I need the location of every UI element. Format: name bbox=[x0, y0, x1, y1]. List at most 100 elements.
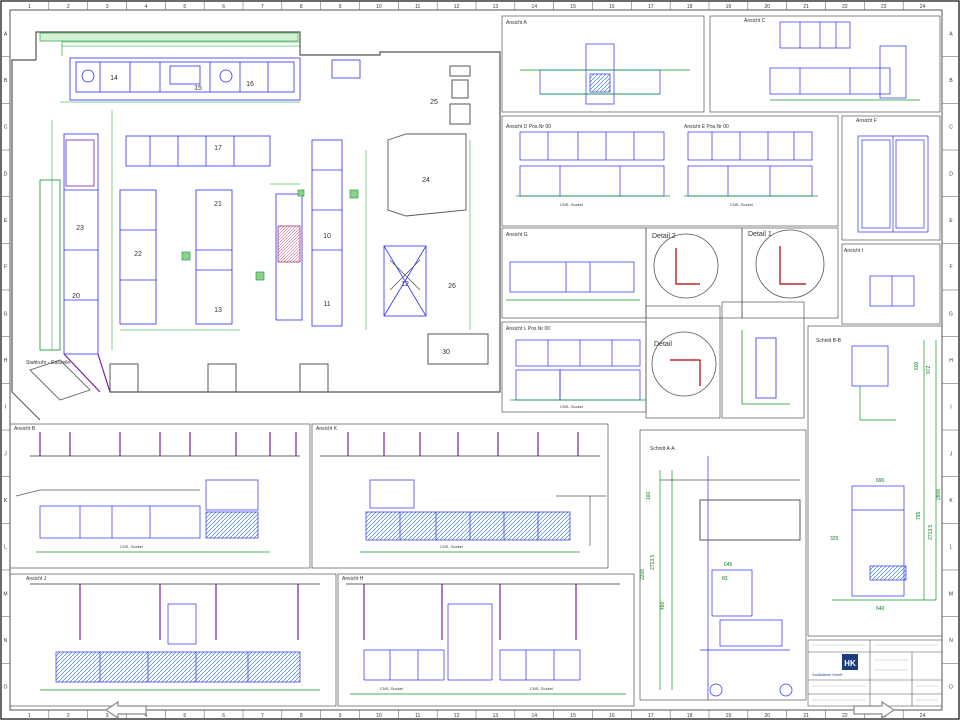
grid-col-label-top: 2 bbox=[67, 4, 70, 10]
room-25-label: 25 bbox=[430, 99, 438, 106]
grid-row-label-right: D bbox=[949, 171, 953, 177]
room-16-label: 16 bbox=[246, 81, 254, 88]
grid-col-label-bottom: 6 bbox=[222, 713, 225, 719]
grid-row-label-right: B bbox=[949, 78, 953, 84]
grid-col-label-bottom: 14 bbox=[531, 713, 537, 719]
dim-section-bb-height: 2713.5 bbox=[928, 524, 934, 540]
grid-col-label-bottom: 1 bbox=[28, 713, 31, 719]
grid-row-label-left: K bbox=[4, 498, 8, 504]
grid-row-label-left: F bbox=[4, 265, 7, 271]
grid-row-label-right: M bbox=[949, 591, 953, 597]
grid-col-label-bottom: 9 bbox=[339, 713, 342, 719]
grid-col-label-top: 14 bbox=[531, 4, 537, 10]
grid-col-label-bottom: 8 bbox=[300, 713, 303, 719]
base-label-1: CNS- Sockel bbox=[560, 202, 583, 207]
grid-col-label-top: 8 bbox=[300, 4, 303, 10]
base-label-2: CNS- Sockel bbox=[730, 202, 753, 207]
grid-col-label-bottom: 19 bbox=[726, 713, 732, 719]
room-20-label: 20 bbox=[72, 293, 80, 300]
room-26-label: 26 bbox=[448, 283, 456, 290]
grid-row-label-right: O bbox=[949, 685, 953, 691]
room-12-label: 12 bbox=[401, 281, 409, 288]
view-title-k: Ansicht K bbox=[316, 426, 338, 432]
grid-col-label-top: 3 bbox=[106, 4, 109, 10]
dim-height-top: 972 bbox=[926, 365, 932, 374]
dim-width-top: 690 bbox=[876, 478, 885, 484]
grid-col-label-top: 12 bbox=[454, 4, 460, 10]
elevation-panels bbox=[9, 423, 635, 707]
previous-page-arrow-icon[interactable] bbox=[104, 700, 148, 720]
grid-col-label-bottom: 21 bbox=[803, 713, 809, 719]
grid-col-label-bottom: 2 bbox=[67, 713, 70, 719]
grid-col-label-top: 22 bbox=[842, 4, 848, 10]
room-21-label: 21 bbox=[214, 201, 222, 208]
base-label-6: CNS- Sockel bbox=[380, 686, 403, 691]
view-title-f: Ansicht F bbox=[856, 118, 877, 124]
grid-row-label-right: H bbox=[949, 358, 953, 364]
grid-col-label-bottom: 11 bbox=[415, 713, 420, 719]
base-labels: CNS- Sockel CNS- Sockel CNS- Sockel CNS-… bbox=[120, 202, 753, 691]
grid-col-label-bottom: 13 bbox=[493, 713, 499, 719]
stair-label: Stahlrohr - Gaszeile bbox=[26, 360, 70, 366]
floor-plan bbox=[11, 31, 501, 421]
base-label-7: CNS- Sockel bbox=[530, 686, 553, 691]
view-title-i: Ansicht I bbox=[844, 248, 863, 254]
grid-col-label-top: 20 bbox=[764, 4, 770, 10]
grid-col-label-bottom: 16 bbox=[609, 713, 615, 719]
grid-col-label-top: 17 bbox=[648, 4, 654, 10]
detail-2-title: Detail 2 bbox=[652, 233, 676, 240]
grid-col-label-bottom: 15 bbox=[570, 713, 576, 719]
view-titles: Ansicht A Ansicht C Ansicht D Pos.Nr 00 … bbox=[14, 18, 877, 582]
grid-col-label-top: 4 bbox=[145, 4, 148, 10]
grid-col-label-top: 13 bbox=[493, 4, 499, 10]
dim-aa-mid: 490 bbox=[660, 601, 666, 610]
grid-row-label-left: N bbox=[4, 638, 8, 644]
view-title-l: Ansicht L Pos.Nr 00 bbox=[506, 326, 550, 332]
grid-col-label-bottom: 4 bbox=[145, 713, 148, 719]
dim-height-mid: 795 bbox=[916, 511, 922, 520]
base-label-4: CNS- Sockel bbox=[120, 544, 143, 549]
grid-row-label-left: H bbox=[4, 358, 8, 364]
grid-row-label-left: L bbox=[4, 545, 7, 551]
grid-col-label-bottom: 20 bbox=[764, 713, 770, 719]
grid-col-label-top: 24 bbox=[920, 4, 926, 10]
room-11-label: 11 bbox=[323, 301, 330, 308]
dim-height-upper: 600 bbox=[914, 361, 920, 370]
section-title-aa: Schnitt A-A bbox=[650, 446, 675, 452]
grid-row-label-left: D bbox=[4, 171, 8, 177]
dim-depth-left: 325 bbox=[830, 536, 839, 542]
view-title-e: Ansicht E Pos.Nr 00 bbox=[684, 124, 729, 130]
grid-row-label-right: L bbox=[950, 545, 953, 551]
next-page-arrow-icon[interactable] bbox=[852, 700, 896, 720]
grid-col-label-bottom: 3 bbox=[106, 713, 109, 719]
grid-col-label-top: 18 bbox=[687, 4, 693, 10]
detail-3-title: Detail bbox=[654, 341, 672, 348]
dim-aa-inset: 83 bbox=[722, 576, 728, 582]
dim-aa-total: 2206 bbox=[640, 569, 646, 580]
grid-row-label-left: G bbox=[4, 311, 8, 317]
grid-row-label-left: J bbox=[4, 451, 7, 457]
view-panels bbox=[501, 15, 941, 419]
plan-room-numbers: 25 24 26 30 21 22 23 20 10 11 12 13 14 1… bbox=[72, 75, 456, 356]
base-label-5: CNS- Sockel bbox=[440, 544, 463, 549]
detail-1-title: Detail 1 bbox=[748, 231, 772, 238]
section-title-bb: Schnitt B-B bbox=[816, 338, 842, 344]
company-logo-text: HK bbox=[844, 659, 856, 668]
room-15-label: 15 bbox=[194, 85, 202, 92]
grid-row-label-left: O bbox=[4, 685, 8, 691]
view-title-b: Ansicht B bbox=[14, 426, 36, 432]
grid-col-label-top: 15 bbox=[570, 4, 576, 10]
view-title-j: Ansicht J bbox=[26, 576, 47, 582]
grid-row-label-right: E bbox=[949, 218, 953, 224]
grid-col-label-top: 1 bbox=[28, 4, 31, 10]
grid-row-label-left: I bbox=[5, 405, 6, 411]
view-title-h: Ansicht H bbox=[342, 576, 364, 582]
dim-aa-width: 645 bbox=[724, 562, 733, 568]
dim-section-bb-total: 2806 bbox=[936, 489, 942, 500]
grid-row-label-right: F bbox=[949, 265, 952, 271]
room-14-label: 14 bbox=[110, 75, 118, 82]
grid-col-label-bottom: 17 bbox=[648, 713, 654, 719]
